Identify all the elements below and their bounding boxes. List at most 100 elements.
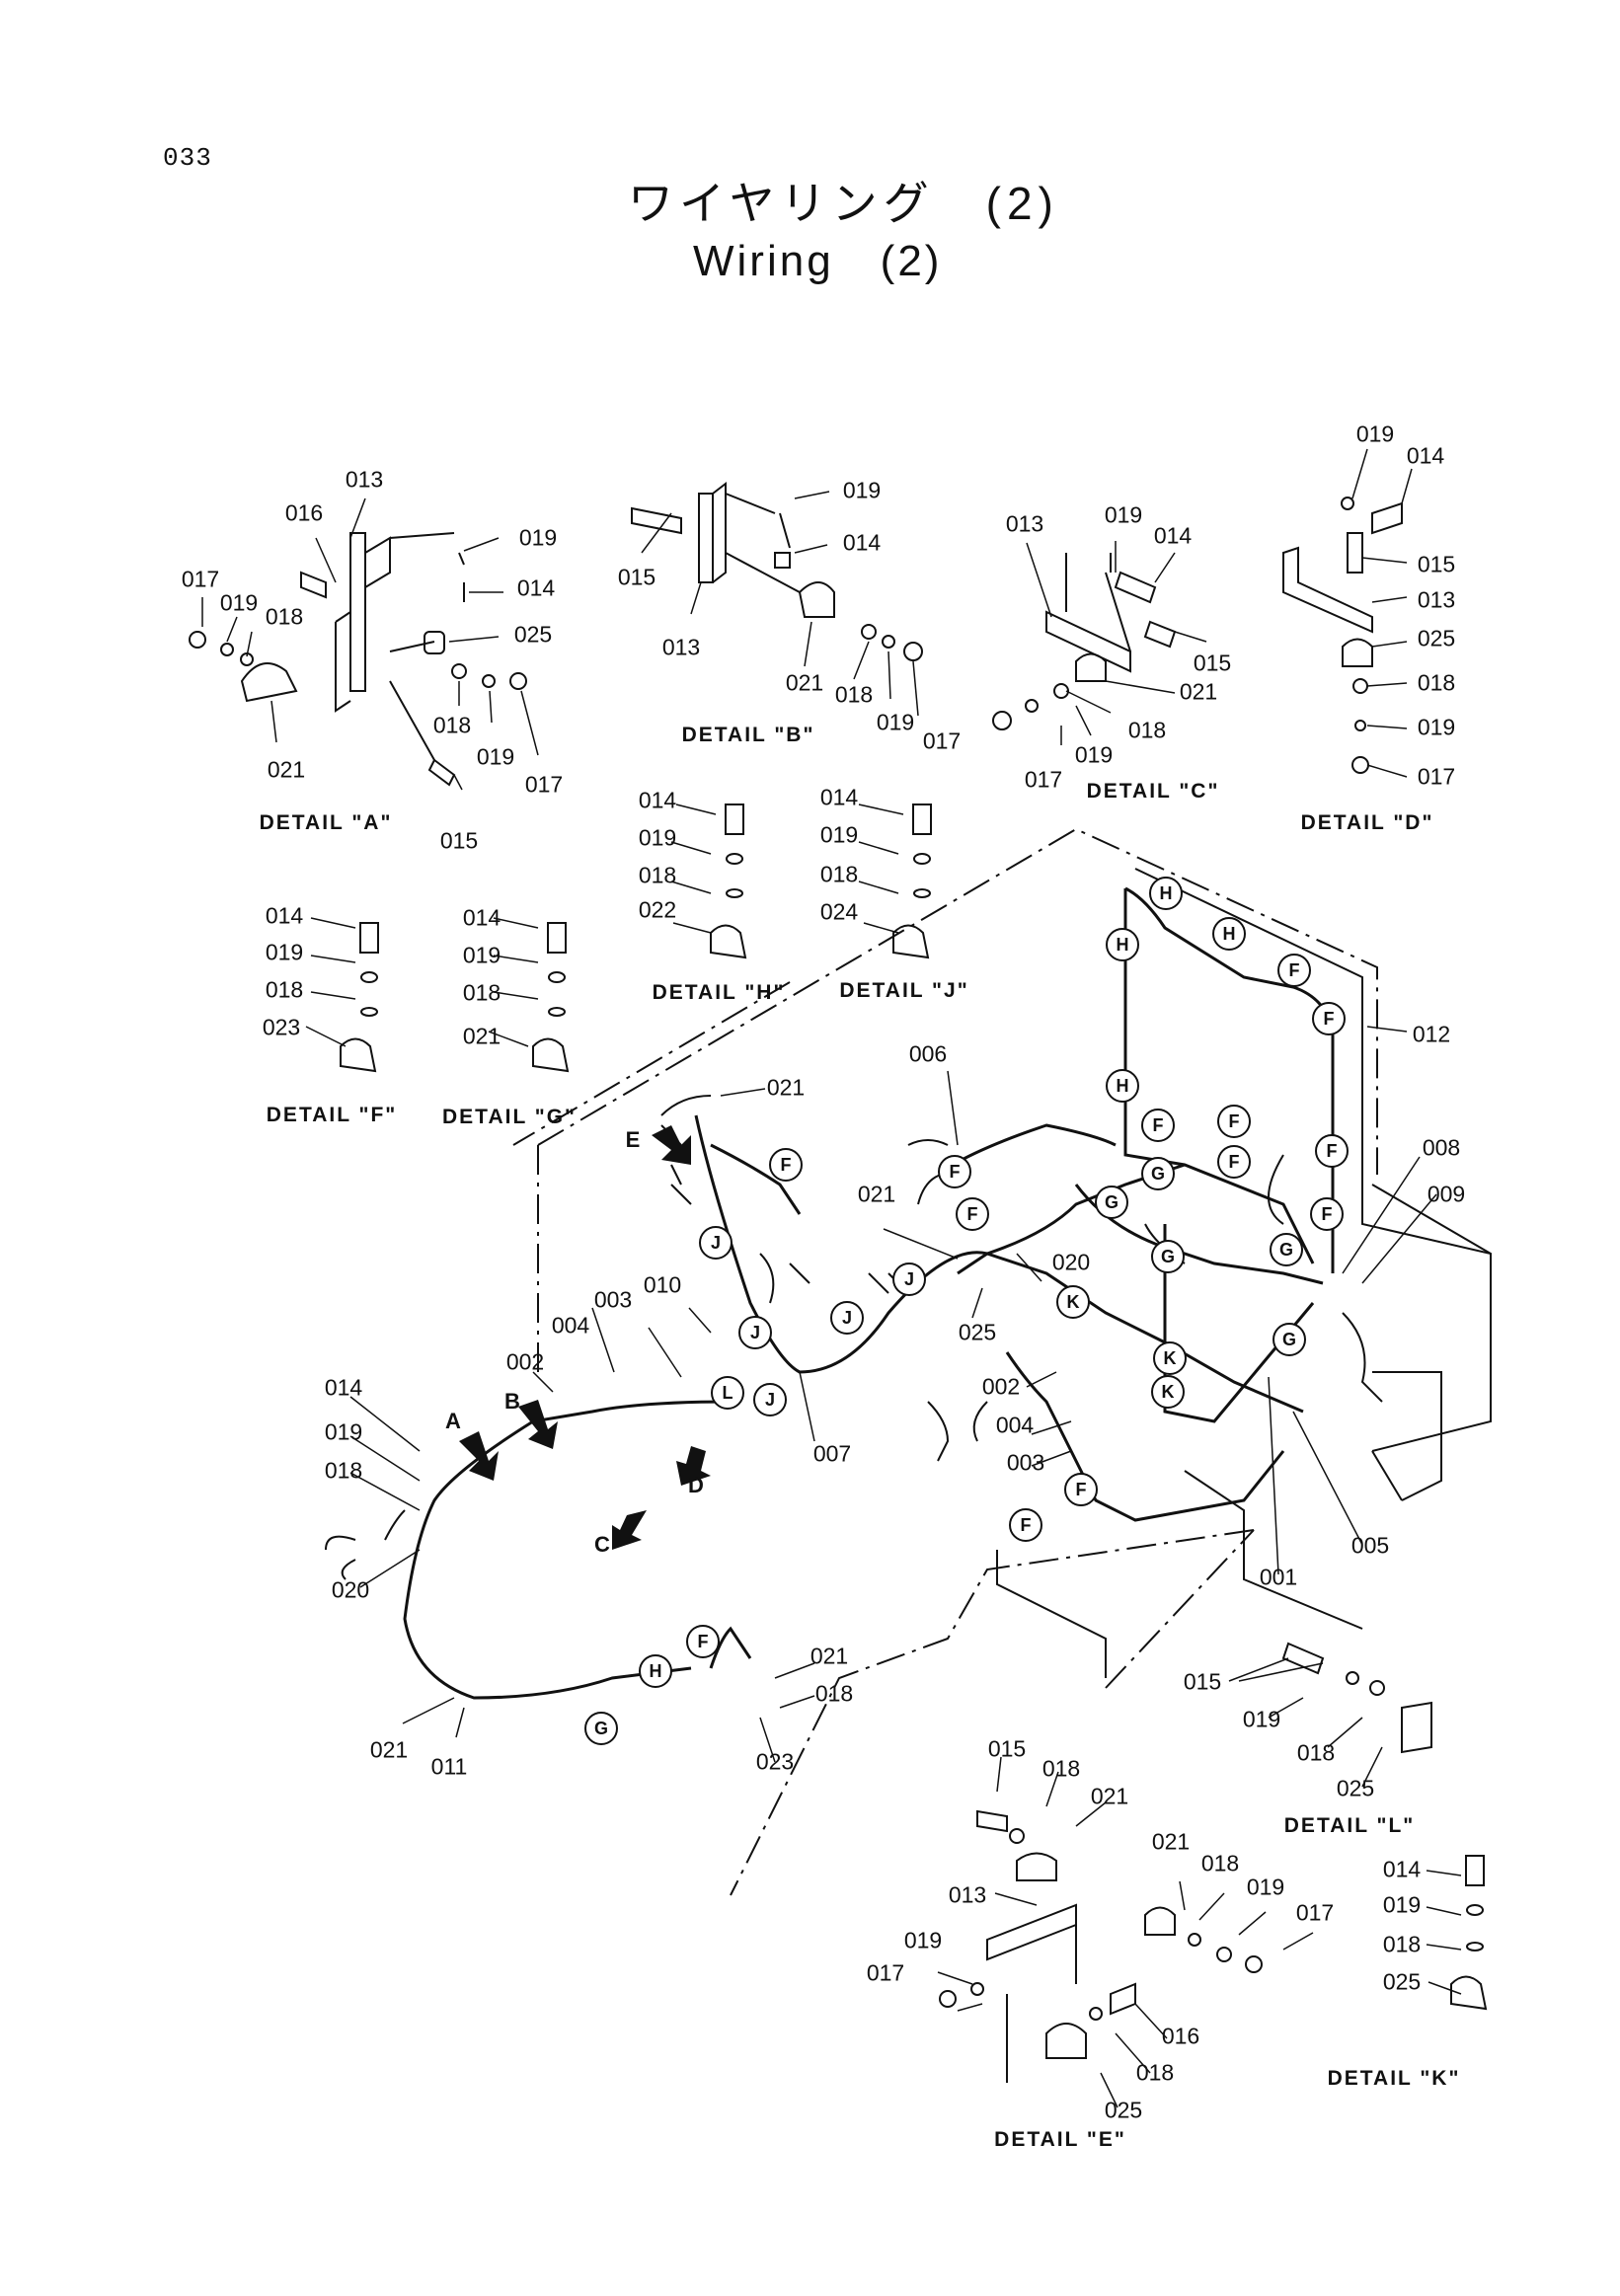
callout-b021: 021 [785, 669, 824, 696]
connector-bubble-h: H [1149, 877, 1183, 910]
callout-m025a: 025 [958, 1319, 997, 1345]
callout-k025: 025 [1382, 1968, 1422, 1995]
detail-k-caption: DETAIL "K" [1327, 2067, 1461, 2090]
callout-m020b: 020 [331, 1576, 370, 1603]
callout-f014: 014 [265, 902, 304, 929]
callout-d017: 017 [1417, 763, 1456, 790]
callout-k014: 014 [1382, 1856, 1422, 1882]
callout-a019c: 019 [476, 743, 515, 770]
callout-l019: 019 [1242, 1706, 1281, 1732]
callout-g019: 019 [462, 942, 501, 968]
callout-l015: 015 [1183, 1668, 1222, 1695]
connector-bubble-f: F [1141, 1109, 1175, 1142]
view-arrow-b: B [504, 1389, 520, 1414]
callout-a015: 015 [439, 827, 479, 854]
callout-e019: 019 [1246, 1874, 1285, 1900]
callout-d013: 013 [1417, 586, 1456, 613]
detail-f-caption: DETAIL "F" [266, 1104, 398, 1126]
callout-b015: 015 [617, 564, 656, 590]
connector-bubble-f: F [1315, 1134, 1349, 1168]
callout-e025: 025 [1104, 2097, 1143, 2123]
callout-a014: 014 [516, 574, 556, 601]
callout-m003a: 003 [593, 1286, 633, 1313]
callout-m021b: 021 [857, 1181, 896, 1207]
callout-b019: 019 [842, 477, 882, 503]
wire-harness [403, 886, 1335, 1700]
callout-g014: 014 [462, 904, 501, 931]
connector-bubble-g: G [1270, 1233, 1303, 1266]
callout-g021: 021 [462, 1023, 501, 1049]
callout-d014: 014 [1406, 442, 1445, 469]
callout-b019b: 019 [876, 709, 915, 735]
callout-c019: 019 [1104, 501, 1143, 528]
callout-m023: 023 [755, 1748, 795, 1775]
callout-a018b: 018 [432, 712, 472, 738]
view-arrow-c: C [594, 1532, 610, 1557]
connector-bubble-f: F [1064, 1473, 1098, 1506]
callout-m018: 018 [324, 1457, 363, 1484]
machine-frame [996, 868, 1492, 1678]
connector-bubble-j: J [892, 1263, 926, 1296]
callout-a021: 021 [267, 756, 306, 783]
detail-d-caption: DETAIL "D" [1300, 811, 1434, 834]
callout-d018: 018 [1417, 669, 1456, 696]
callout-a018a: 018 [265, 603, 304, 630]
callout-j024: 024 [819, 898, 859, 925]
callout-m012: 012 [1412, 1021, 1451, 1047]
leader-lines [201, 448, 1462, 2108]
callout-a025: 025 [513, 621, 553, 648]
callout-c019b: 019 [1074, 741, 1114, 768]
callout-b017: 017 [922, 727, 962, 754]
connector-bubble-j: J [738, 1316, 772, 1349]
connector-bubble-f: F [769, 1148, 803, 1182]
callout-l018: 018 [1296, 1739, 1336, 1766]
connector-bubble-h: H [1106, 1069, 1139, 1103]
callout-m002b: 002 [981, 1373, 1021, 1400]
callout-e018: 018 [1041, 1755, 1081, 1782]
callout-m004a: 004 [551, 1312, 590, 1339]
callout-d019: 019 [1355, 421, 1395, 447]
connector-bubble-f: F [1312, 1002, 1346, 1035]
callout-m021c: 021 [810, 1643, 849, 1669]
detail-lek-parts [939, 1642, 1488, 2083]
callout-d025: 025 [1417, 625, 1456, 651]
callout-c018: 018 [1127, 717, 1167, 743]
callout-h022: 022 [638, 896, 677, 923]
connector-bubble-k: K [1151, 1375, 1185, 1409]
callout-m003b: 003 [1006, 1449, 1045, 1476]
detail-e-caption: DETAIL "E" [994, 2128, 1126, 2151]
callout-m002a: 002 [505, 1348, 545, 1375]
callout-j014: 014 [819, 784, 859, 810]
callout-j019: 019 [819, 821, 859, 848]
connector-bubble-h: H [1106, 928, 1139, 961]
callout-a013: 013 [345, 466, 384, 493]
callout-f019: 019 [265, 939, 304, 965]
callout-f023: 023 [262, 1014, 301, 1040]
callout-f018: 018 [265, 976, 304, 1003]
callout-c013: 013 [1005, 510, 1044, 537]
callout-g018: 018 [462, 979, 501, 1006]
callout-m020a: 020 [1051, 1249, 1091, 1275]
detail-a-caption: DETAIL "A" [259, 811, 393, 834]
callout-m021a: 021 [766, 1074, 806, 1101]
callout-e015: 015 [987, 1735, 1027, 1762]
connector-bubble-f: F [1277, 954, 1311, 987]
title-english: Wiring (2) [693, 237, 943, 285]
view-arrow-d: D [688, 1473, 704, 1497]
callout-a017: 017 [181, 566, 220, 592]
callout-h019: 019 [638, 824, 677, 851]
connector-bubble-f: F [938, 1155, 971, 1188]
callout-m006: 006 [908, 1040, 948, 1067]
callout-e018b: 018 [1200, 1850, 1240, 1876]
connector-bubble-f: F [956, 1197, 989, 1231]
detail-d-bracket [1282, 497, 1403, 774]
callout-a019a: 019 [219, 589, 259, 616]
detail-g-caption: DETAIL "G" [442, 1106, 577, 1128]
callout-m004b: 004 [995, 1412, 1035, 1438]
callout-m008: 008 [1422, 1134, 1461, 1161]
callout-m010: 010 [643, 1271, 682, 1298]
callout-a017b: 017 [524, 771, 564, 798]
view-arrow-shapes [459, 1125, 711, 1550]
callout-m011: 011 [430, 1753, 468, 1780]
